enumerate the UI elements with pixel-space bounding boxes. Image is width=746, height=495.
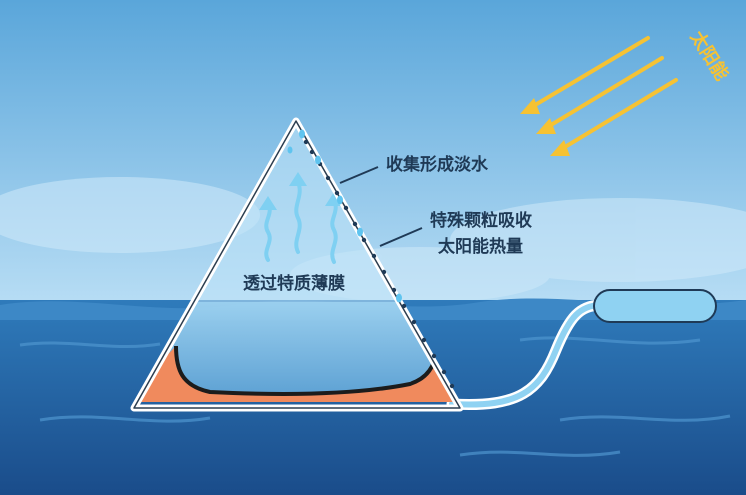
collect-fresh-water-label: 收集形成淡水 [386,154,489,175]
vapor-arrows [264,180,338,264]
water-droplets-blue [287,129,402,303]
pyramid-outline [133,120,461,409]
pyramid-interior [140,126,454,402]
condensation-droplets [303,139,455,389]
particles-absorb-label-line2: 太阳能热量 [438,236,523,257]
cloud-shapes [0,177,746,303]
particles-pointer-line [379,227,423,247]
hose-pipe-fill [449,302,603,408]
membrane-label: 透过特质薄膜 [243,273,345,294]
storage-float [593,289,717,323]
particles-absorb-label-line1: 特殊颗粒吸收 [430,210,532,231]
sun-rays [520,36,678,156]
membrane-curve [174,345,440,396]
collect-pointer-line [339,166,379,184]
sea-wave-lines [19,336,731,457]
